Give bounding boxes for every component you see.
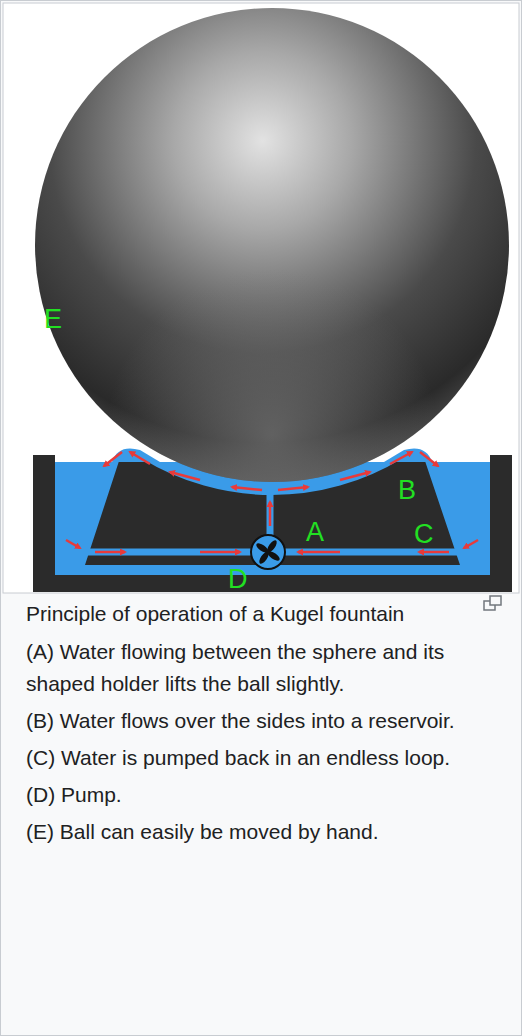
callout-letter: C (414, 521, 434, 548)
callout-letter: A (306, 519, 324, 546)
enlarge-icon (484, 596, 501, 610)
pump (251, 535, 285, 569)
caption-item: (E) Ball can easily be moved by hand. (26, 816, 494, 848)
flow-arrow (66, 452, 478, 552)
figure-caption: Principle of operation of a Kugel founta… (26, 598, 456, 630)
caption-item: (B) Water flows over the sides into a re… (26, 705, 494, 737)
caption-item: (C) Water is pumped back in an endless l… (26, 742, 494, 774)
caption-block: Principle of operation of a Kugel founta… (26, 598, 494, 853)
sphere-shade (35, 8, 509, 482)
pump-fan (255, 539, 281, 565)
callout-letter: B (398, 477, 416, 504)
image-area (3, 3, 519, 593)
callout-letter: D (228, 566, 248, 593)
callout-letter: E (44, 306, 62, 333)
sphere (35, 8, 509, 482)
caption-item: (A) Water flowing between the sphere and… (26, 636, 494, 700)
caption-item: (D) Pump. (26, 779, 494, 811)
